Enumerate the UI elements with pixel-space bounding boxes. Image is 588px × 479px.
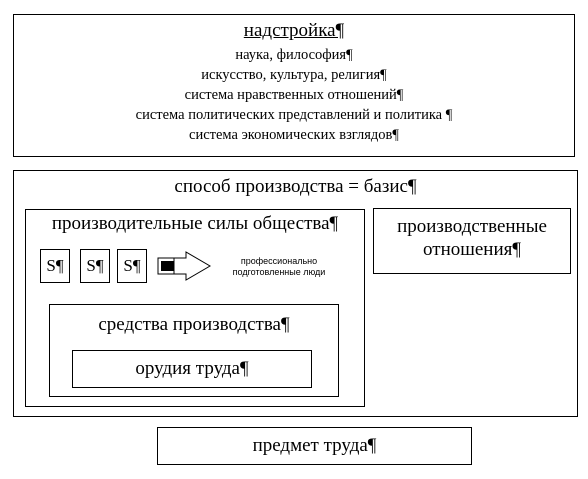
subject-of-labour-box: предмет труда¶ (157, 427, 472, 465)
superstructure-item-morality: система нравственных отношений¶ (184, 87, 404, 103)
superstructure-item-politics: система политических представлений и пол… (135, 107, 453, 123)
relations-of-production-title: производственные отношения¶ (374, 215, 570, 261)
base-box: способ производства = базис¶ производите… (13, 170, 578, 417)
tools-of-labour-title: орудия труда¶ (135, 358, 249, 379)
s-box-2: S¶ (80, 249, 110, 283)
superstructure-item-science: наука, философия¶ (235, 47, 353, 63)
subject-of-labour-title: предмет труда¶ (252, 435, 377, 456)
base-title: способ производства = базис¶ (174, 176, 417, 197)
superstructure-box: надстройка¶ наука, философия¶ искусство,… (13, 14, 575, 157)
relations-of-production-line2: отношения¶ (423, 239, 521, 260)
trained-people-label-line1: профессионально (240, 256, 318, 266)
relations-of-production-box: производственные отношения¶ (373, 208, 571, 274)
s-box-3: S¶ (117, 249, 147, 283)
relations-of-production-line1: производственные (397, 216, 547, 237)
trained-people-label: профессионально подготовленные люди (214, 256, 344, 278)
superstructure-title: надстройка¶ (243, 20, 345, 41)
productive-forces-box: производительные силы общества¶ S¶ S¶ S¶… (25, 209, 365, 407)
trained-people-label-line2: подготовленные люди (232, 267, 326, 277)
right-arrow-icon (157, 251, 211, 281)
means-of-production-title: средства производства¶ (98, 314, 290, 335)
productive-forces-title: производительные силы общества¶ (51, 213, 339, 234)
tools-of-labour-box: орудия труда¶ (72, 350, 312, 388)
superstructure-item-economics: система экономических взглядов¶ (189, 127, 399, 143)
means-of-production-box: средства производства¶ орудия труда¶ (49, 304, 339, 397)
superstructure-item-art: искусство, культура, религия¶ (201, 67, 387, 83)
s-box-1: S¶ (40, 249, 70, 283)
